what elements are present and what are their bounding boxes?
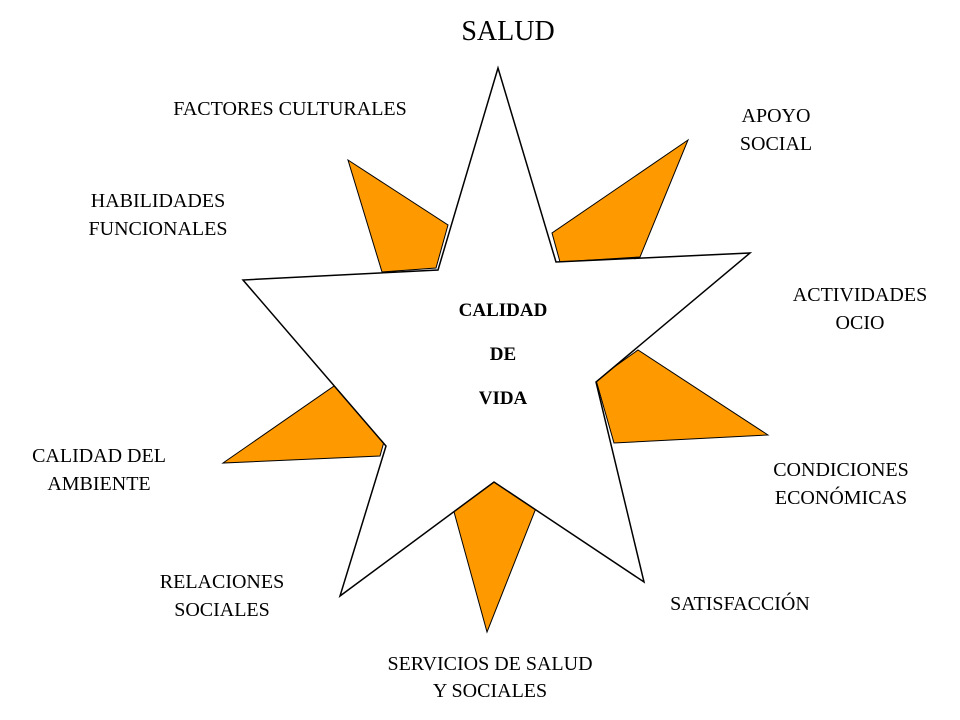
spike-factores-culturales	[347, 158, 449, 273]
label-habilidades-line-1: HABILIDADES	[91, 190, 225, 212]
center-title-line-1: CALIDAD	[459, 300, 548, 321]
label-satisfaccion: SATISFACCIÓN	[670, 591, 810, 615]
label-calidad-ambiente-line-2: AMBIENTE	[47, 473, 150, 495]
label-apoyo-social-line-2: SOCIAL	[740, 133, 812, 155]
label-servicios-line-2: Y SOCIALES	[433, 680, 547, 702]
label-relaciones-line-2: SOCIALES	[174, 599, 270, 621]
label-salud: SALUD	[461, 16, 554, 47]
label-actividades-line-2: OCIO	[836, 312, 885, 334]
label-condiciones-line-2: ECONÓMICAS	[775, 485, 907, 509]
label-actividades-line-1: ACTIVIDADES	[793, 284, 927, 306]
label-condiciones-line-1: CONDICIONES	[773, 459, 909, 481]
spike-condiciones-economicas	[595, 349, 770, 444]
central-star	[241, 65, 753, 598]
label-apoyo-social-line-1: APOYO	[742, 105, 811, 127]
label-factores-culturales: FACTORES CULTURALES	[173, 98, 407, 120]
center-title-line-3: VIDA	[479, 388, 528, 409]
center-title-line-2: DE	[490, 344, 516, 365]
spike-apoyo-social	[551, 138, 690, 263]
label-calidad-ambiente-line-1: CALIDAD DEL	[32, 445, 166, 467]
label-relaciones-line-1: RELACIONES	[160, 571, 284, 593]
label-habilidades-line-2: FUNCIONALES	[89, 218, 228, 240]
label-servicios-line-1: SERVICIOS DE SALUD	[387, 653, 592, 675]
